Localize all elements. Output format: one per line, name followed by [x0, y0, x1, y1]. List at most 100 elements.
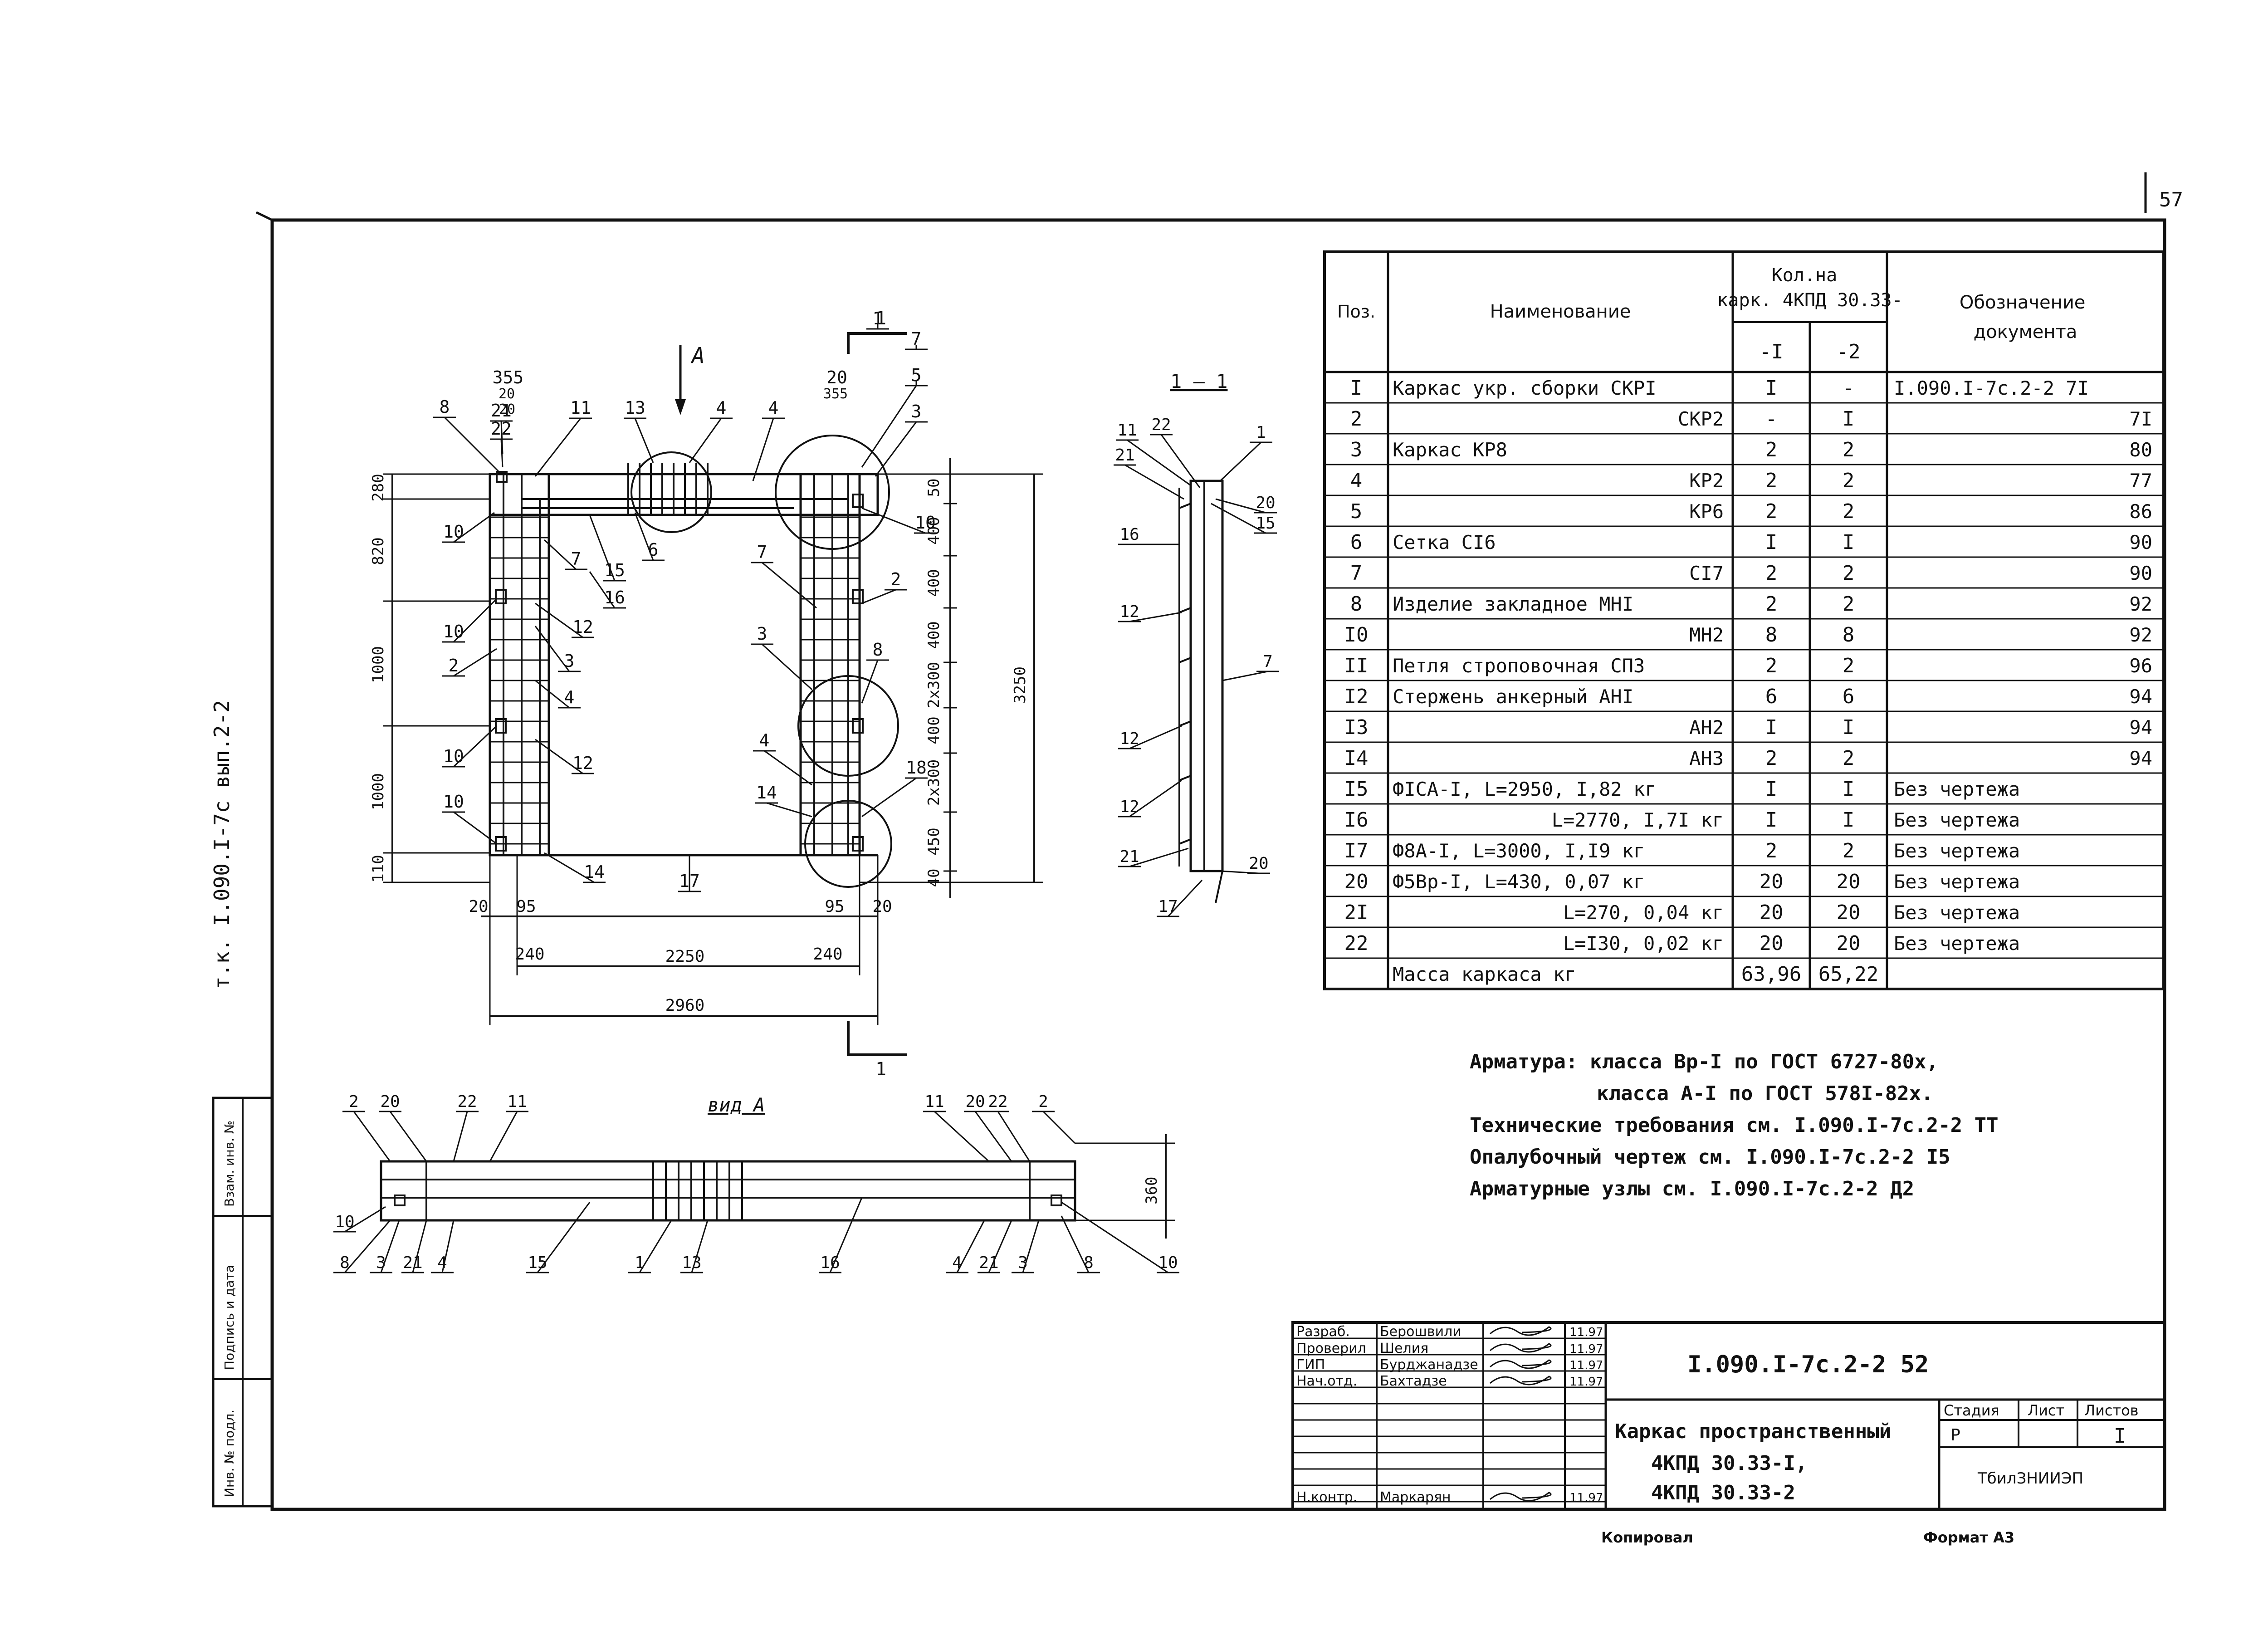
callout-label: 7	[571, 549, 582, 569]
spec-cell-qty2: 2	[1843, 747, 1855, 770]
spec-cell-name: L=270, 0,04 кг	[1563, 901, 1724, 924]
callout-label: 12	[572, 617, 593, 637]
spec-cell-qty2: -	[1843, 377, 1855, 400]
callout-leader	[1219, 441, 1262, 482]
view-arrow-a-label: А	[690, 343, 705, 368]
spec-header-doc-line2: документа	[1974, 322, 2077, 343]
section-tick	[1179, 838, 1191, 845]
spec-cell-pos: I3	[1344, 716, 1369, 739]
embedded-items	[495, 471, 864, 852]
callout-label: 16	[1119, 525, 1139, 544]
callout-leader	[997, 1111, 1031, 1162]
spec-cell-qty2: 2	[1843, 500, 1855, 523]
spec-cell-pos: 3	[1350, 438, 1363, 461]
callout-leader	[1167, 879, 1203, 917]
callout-label: 2	[349, 1092, 359, 1111]
callout-leader	[691, 1220, 709, 1273]
callout-leader	[453, 598, 498, 643]
callout-leader	[1129, 779, 1182, 818]
spec-cell-doc: I.090.I-7с.2-2 7I	[1894, 377, 2089, 399]
callout-leader	[1211, 503, 1266, 534]
callout-leader	[589, 514, 616, 581]
spec-cell-name: L=2770, I,7I кг	[1552, 809, 1724, 831]
callout-label: 7	[911, 329, 922, 349]
callout-leader	[344, 1220, 391, 1273]
section-tick	[1179, 657, 1191, 663]
callout-label: 4	[564, 687, 575, 707]
callout-label: 7	[757, 542, 767, 562]
callout-leader	[762, 562, 817, 609]
spec-cell-qty2: 20	[1837, 932, 1861, 955]
callout-leader	[1215, 498, 1266, 514]
callout-label: 22	[457, 1092, 477, 1111]
callout-leader	[861, 589, 896, 604]
spec-cell-pos: 6	[1350, 531, 1363, 554]
detail-circle-mid	[797, 675, 899, 777]
right-dim-label: 2x300	[925, 662, 943, 708]
spec-cell-pos: I0	[1344, 623, 1369, 646]
spec-cell-doc: 7I	[2129, 408, 2152, 430]
callout-label: 3	[564, 651, 575, 671]
callout-leader	[412, 1220, 427, 1273]
callout-label: 21	[491, 401, 512, 421]
view-a-height-dim: 360	[1143, 1177, 1161, 1204]
title-block-sheets-header: Листов	[2084, 1402, 2139, 1419]
callout-label: 13	[625, 398, 645, 418]
spec-cell-doc: Без чертежа	[1894, 871, 2020, 893]
callout-label: 20	[965, 1092, 985, 1111]
spec-cell-qty1: 20	[1760, 932, 1784, 955]
right-dim-label: 2x300	[925, 759, 943, 806]
spec-cell-pos: 7	[1350, 562, 1363, 585]
spec-cell-qty2: I	[1843, 716, 1855, 739]
tb-role: Разраб.	[1296, 1324, 1350, 1340]
title-block-sheets: I	[2114, 1425, 2126, 1448]
bottom-dim-label: 2960	[665, 996, 705, 1015]
spec-cell-qty2: 20	[1837, 901, 1861, 924]
title-block-copied: Копировал	[1601, 1529, 1693, 1546]
right-dim-label: 40	[925, 869, 943, 887]
spec-cell-name: Ф8А-I, L=3000, I,I9 кг	[1393, 840, 1645, 862]
callout-label: 20	[1249, 854, 1268, 873]
spec-table: Поз. Наименование Кол.на карк. 4КПД 30.3…	[1323, 250, 2165, 990]
spec-cell-name: СI7	[1689, 562, 1724, 584]
spec-cell-qty2: 2	[1843, 592, 1855, 616]
view-a-outline	[380, 1160, 1076, 1222]
callout-leader	[1220, 870, 1259, 874]
callout-label: 2	[1038, 1092, 1048, 1111]
callout-leader	[534, 626, 570, 672]
spec-cell-doc: 94	[2129, 716, 2152, 739]
spec-header-qty-line1: Кол.на	[1772, 265, 1838, 286]
bottom-dim-label: 95	[825, 897, 844, 916]
spec-header-name: Наименование	[1490, 301, 1631, 322]
callout-label: 14	[584, 862, 605, 882]
side-label: т.к. I.090.I-7с вып.2-2	[210, 700, 234, 989]
left-dim-ticks	[383, 473, 490, 883]
title-block-org: ТбилЗНИИЭП	[1977, 1469, 2083, 1488]
callout-leader	[934, 1111, 990, 1162]
callout-label: 20	[380, 1092, 400, 1111]
spec-cell-pos: II	[1344, 654, 1369, 677]
spec-cell-qty2: 8	[1843, 623, 1855, 646]
tb-signature-icon	[1490, 1492, 1552, 1502]
callout-leader	[689, 418, 722, 463]
section-tick	[1179, 503, 1191, 509]
callout-label: 10	[443, 522, 464, 542]
bottom-dim-label: 240	[813, 945, 842, 964]
spec-cell-qty1: 2	[1765, 839, 1778, 862]
left-dim-label: 820	[369, 537, 387, 565]
callout-leader	[380, 1220, 400, 1273]
top-dim-label: 20	[826, 367, 847, 387]
spec-header-qty1: -I	[1760, 340, 1784, 363]
spec-cell-qty2: 2	[1843, 654, 1855, 677]
title-block-format: Формат А3	[1923, 1529, 2014, 1546]
callout-label: 1	[873, 308, 883, 328]
callout-label: 3	[1018, 1253, 1028, 1272]
callout-label: 2	[449, 656, 459, 676]
tb-name: Шелия	[1380, 1341, 1428, 1356]
spec-cell-pos: 22	[1344, 932, 1369, 955]
callout-label: 10	[443, 792, 464, 812]
